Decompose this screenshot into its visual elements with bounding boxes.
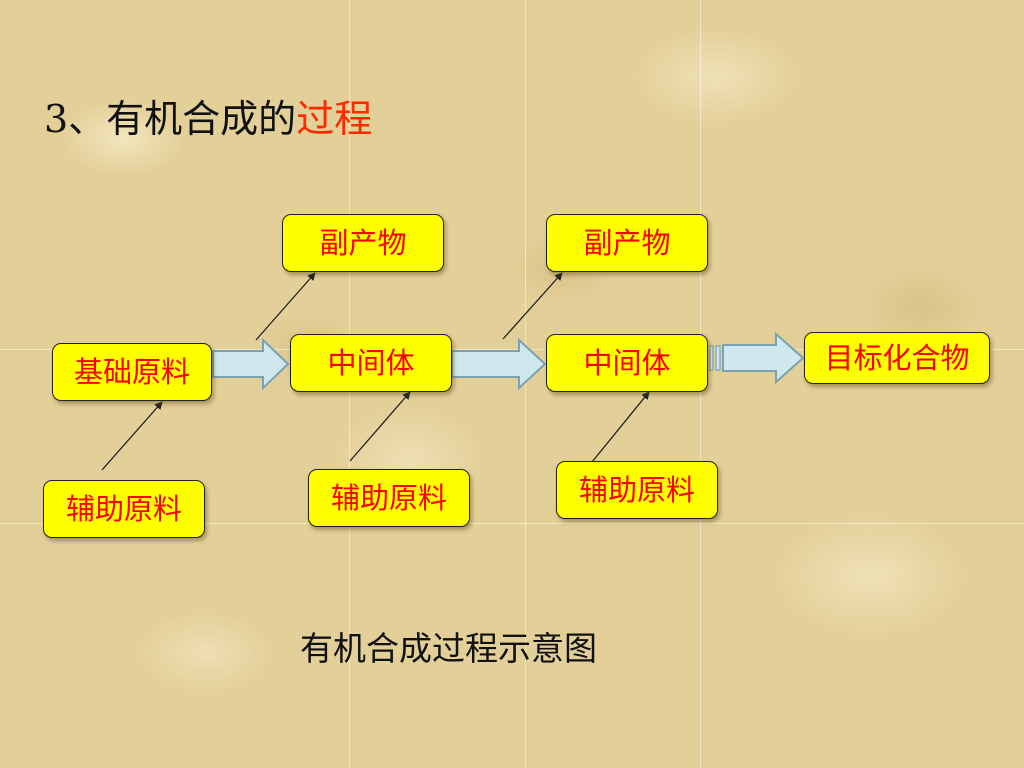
node-label: 中间体 — [583, 345, 671, 380]
node-target-compound: 目标化合物 — [804, 332, 990, 384]
title-prefix: 3、有机合成的 — [44, 97, 297, 141]
node-label: 目标化合物 — [824, 340, 970, 375]
arrow-auxiliary-2-to-intermediate-1 — [349, 391, 411, 462]
node-intermediate-1: 中间体 — [290, 334, 452, 392]
node-label: 辅助原料 — [330, 480, 447, 515]
block-arrow-intermediate-to-target — [709, 331, 805, 385]
node-auxiliary-1: 辅助原料 — [43, 480, 205, 538]
node-label: 辅助原料 — [65, 491, 182, 526]
node-label: 中间体 — [327, 345, 415, 380]
block-arrow-base-to-intermediate — [212, 337, 290, 391]
arrow-to-byproduct-1 — [255, 272, 316, 341]
node-label: 副产物 — [319, 225, 407, 260]
slide-title: 3、有机合成的过程 — [44, 88, 372, 143]
arrow-auxiliary-3-to-intermediate-2 — [591, 391, 650, 463]
arrow-auxiliary-1-to-base — [101, 401, 163, 471]
node-label: 基础原料 — [73, 354, 190, 389]
arrow-to-byproduct-2 — [502, 272, 563, 340]
node-byproduct-1: 副产物 — [282, 214, 444, 272]
node-auxiliary-3: 辅助原料 — [556, 461, 718, 519]
block-arrow-intermediate-to-intermediate — [451, 337, 547, 391]
node-label: 辅助原料 — [578, 472, 695, 507]
node-byproduct-2: 副产物 — [546, 214, 708, 272]
title-highlight: 过程 — [296, 97, 373, 141]
node-label: 副产物 — [583, 225, 671, 260]
node-base-material: 基础原料 — [52, 343, 212, 401]
tile-seam — [0, 349, 1024, 350]
tile-seam — [0, 523, 1024, 524]
tile-seam — [525, 0, 526, 768]
diagram-caption: 有机合成过程示意图 — [300, 629, 597, 668]
node-intermediate-2: 中间体 — [546, 334, 708, 392]
node-auxiliary-2: 辅助原料 — [308, 469, 470, 527]
